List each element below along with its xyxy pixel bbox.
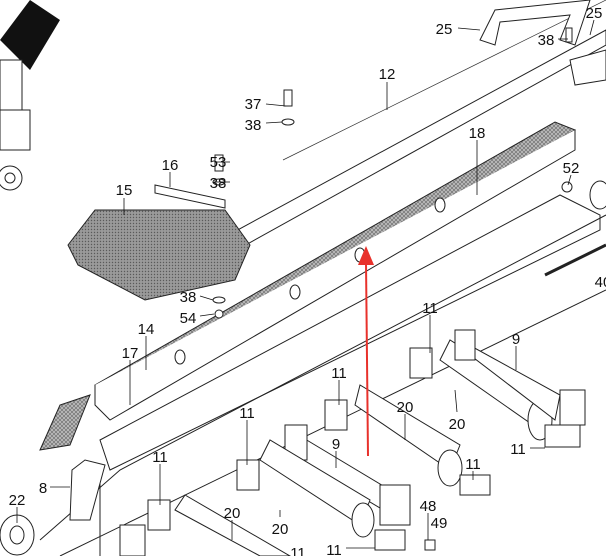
callout-14: 14: [138, 321, 155, 338]
floor-plate-15: [67, 209, 251, 301]
shaft-40: [544, 243, 606, 277]
handle-25b: [569, 49, 606, 86]
rollers: [119, 329, 586, 556]
callout-49: 49: [431, 515, 448, 532]
nut-54: [214, 309, 224, 319]
highlight-arrow: [358, 246, 374, 457]
callout-20: 20: [397, 399, 414, 416]
callout-52: 52: [563, 160, 580, 177]
step-plate: [39, 394, 91, 451]
callout-54: 54: [180, 310, 197, 327]
bracket-16: [154, 184, 226, 209]
callout-11: 11: [326, 542, 342, 556]
nut-52: [561, 181, 573, 193]
callout-40: 40: [595, 274, 606, 291]
callout-25: 25: [436, 21, 453, 38]
grip-rail-18: [94, 121, 577, 421]
callout-8: 8: [39, 480, 47, 497]
washer-38: [281, 118, 295, 126]
bolt-38d: [565, 27, 573, 43]
callout-20: 20: [224, 505, 241, 522]
bracket-8: [69, 459, 106, 521]
callout-38: 38: [245, 117, 262, 134]
callout-17: 17: [122, 345, 139, 362]
callout-18: 18: [469, 125, 486, 142]
callout-labels: 25 25 38 12 37 38 18 16 53 38 15 52 40 3…: [9, 5, 606, 556]
callout-11: 11: [152, 449, 168, 466]
washer-38c: [212, 296, 226, 304]
callout-38: 38: [210, 175, 227, 192]
callout-25: 25: [586, 5, 603, 22]
callout-53: 53: [210, 154, 227, 171]
callout-20: 20: [272, 521, 289, 538]
callout-9: 9: [332, 436, 340, 453]
callout-37: 37: [245, 96, 262, 113]
callout-12: 12: [379, 66, 396, 83]
callout-11: 11: [239, 405, 255, 422]
leader-lines: [16, 19, 595, 549]
callout-15: 15: [116, 182, 133, 199]
bolt-53: [214, 154, 224, 172]
bolt-37: [283, 89, 293, 107]
callout-48: 48: [420, 498, 437, 515]
callout-11: 11: [290, 545, 306, 556]
callout-11: 11: [465, 456, 481, 473]
callout-38: 38: [538, 32, 555, 49]
wheel-40: [589, 180, 606, 210]
machine-frame-fragment: [0, 0, 60, 191]
callout-20: 20: [449, 416, 466, 433]
callout-16: 16: [162, 157, 179, 174]
callout-9: 9: [512, 331, 520, 348]
handle-25: [479, 0, 591, 46]
callout-38: 38: [180, 289, 197, 306]
callout-11: 11: [422, 300, 438, 317]
callout-11: 11: [331, 365, 347, 382]
callout-11: 11: [510, 441, 526, 458]
callout-22: 22: [9, 492, 26, 509]
